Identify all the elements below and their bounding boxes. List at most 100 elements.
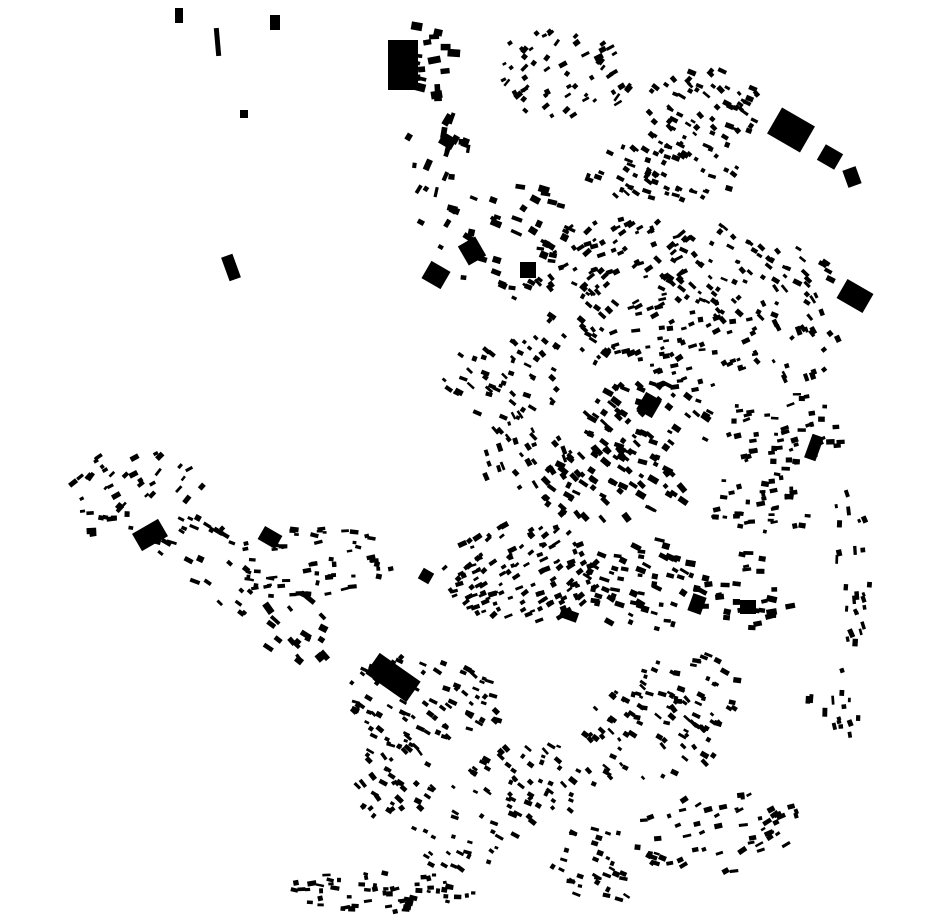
building (773, 472, 781, 477)
building (483, 786, 491, 794)
building (637, 458, 648, 466)
building (660, 159, 667, 166)
building (106, 483, 114, 490)
building (709, 712, 715, 717)
building (752, 620, 763, 627)
building (555, 435, 562, 442)
building (451, 588, 459, 594)
building (596, 251, 606, 259)
building (546, 742, 556, 750)
building (501, 743, 511, 753)
building (760, 299, 767, 308)
building (711, 327, 721, 335)
building (674, 295, 683, 304)
building (560, 445, 568, 455)
building (736, 90, 742, 96)
building (547, 273, 555, 282)
building (697, 378, 704, 385)
building (621, 454, 630, 462)
building (601, 447, 611, 455)
building (741, 336, 751, 345)
building (314, 571, 320, 576)
building (507, 779, 514, 786)
building (666, 555, 675, 562)
building (607, 727, 615, 735)
building (593, 878, 601, 886)
building (810, 368, 818, 376)
building (784, 602, 796, 610)
building (773, 247, 782, 255)
building (586, 414, 598, 424)
building (310, 561, 318, 567)
building (152, 451, 159, 457)
building (328, 882, 334, 886)
building (792, 393, 801, 396)
building (417, 567, 435, 585)
building (760, 826, 766, 832)
building (784, 493, 794, 500)
building (652, 150, 660, 157)
building (511, 572, 521, 581)
building (705, 322, 712, 328)
building (676, 152, 686, 160)
building (663, 618, 672, 623)
building (594, 283, 600, 290)
building (479, 589, 487, 597)
building (657, 336, 663, 341)
building (438, 704, 447, 712)
building (584, 300, 593, 309)
building (634, 230, 640, 235)
building (725, 431, 732, 438)
building (598, 326, 605, 333)
building (427, 55, 442, 65)
building (836, 439, 845, 445)
building (166, 539, 177, 546)
building (637, 356, 644, 362)
building (671, 370, 677, 376)
building (603, 617, 615, 627)
building (696, 691, 706, 699)
building (723, 167, 730, 173)
building (565, 481, 573, 490)
building (592, 705, 599, 712)
building (489, 218, 503, 229)
building (683, 293, 691, 301)
building (729, 318, 737, 325)
building (756, 568, 765, 574)
building (508, 795, 517, 803)
building (747, 840, 755, 845)
building (673, 242, 680, 248)
building (481, 755, 492, 764)
building (512, 810, 523, 818)
building (540, 238, 548, 245)
building (404, 132, 414, 142)
building (347, 584, 357, 590)
building (598, 238, 607, 247)
building (441, 171, 450, 182)
building (604, 830, 612, 836)
building (736, 100, 744, 108)
building (610, 247, 617, 254)
building (529, 194, 542, 205)
building (519, 204, 528, 213)
building (645, 108, 654, 117)
building (804, 513, 811, 518)
building (703, 651, 713, 658)
building (852, 608, 859, 616)
building (491, 706, 501, 716)
building (723, 608, 732, 616)
building (675, 141, 686, 149)
building (613, 412, 623, 422)
building (730, 704, 738, 712)
building (557, 502, 567, 512)
building (620, 437, 627, 444)
building (519, 753, 526, 760)
building (460, 689, 469, 697)
building (412, 162, 417, 169)
building (315, 579, 320, 586)
building (661, 442, 671, 452)
building (820, 366, 828, 373)
building (523, 362, 532, 369)
building (216, 599, 224, 607)
building (709, 130, 716, 136)
